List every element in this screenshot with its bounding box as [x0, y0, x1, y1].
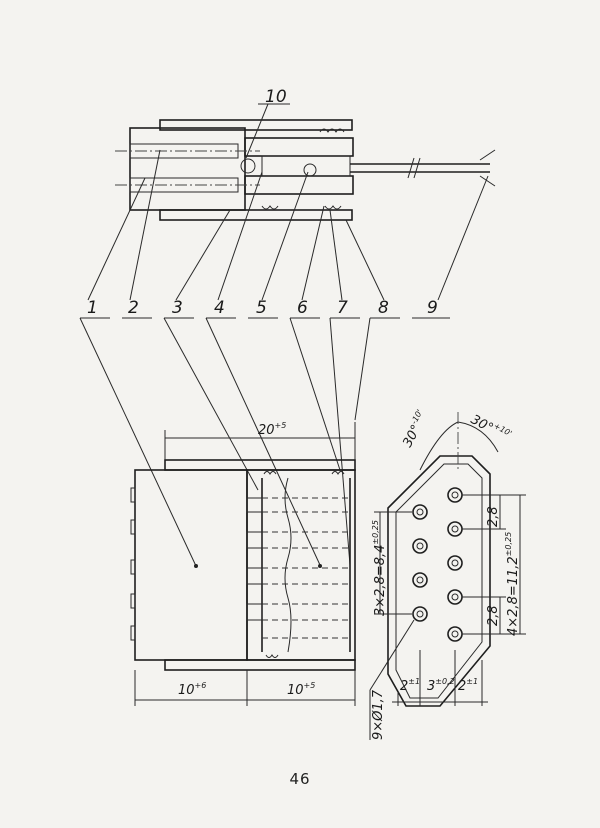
callout-9: 9	[427, 298, 438, 318]
connector-face: 30°-10' 30°+10' 3×2,8=8,4±0,25 2,8 2,8 4…	[369, 408, 526, 740]
svg-text:30°+10': 30°+10'	[468, 411, 513, 446]
side-view	[130, 459, 356, 671]
svg-text:2,8: 2,8	[486, 506, 501, 527]
callout-5: 5	[256, 298, 267, 318]
callout-8: 8	[378, 298, 389, 318]
callout-7: 7	[337, 298, 348, 318]
svg-text:9×Ø1,7: 9×Ø1,7	[371, 689, 386, 740]
callout-2: 2	[128, 298, 139, 318]
section-view	[115, 119, 496, 221]
callout-row: 1 2 3 4 5 6 7 8 9	[80, 298, 450, 319]
svg-text:2,8: 2,8	[486, 605, 501, 626]
svg-text:10+6: 10+6	[178, 681, 206, 698]
contact-holes	[412, 487, 463, 642]
leaders-bottom	[79, 317, 371, 567]
callout-4: 4	[214, 298, 225, 318]
svg-text:2±1: 2±1	[458, 677, 478, 694]
callout-10: 10	[265, 87, 287, 107]
svg-text:3×2,8=8,4±0,25: 3×2,8=8,4±0,25	[371, 520, 388, 616]
callout-6: 6	[297, 298, 308, 318]
callout-3: 3	[172, 298, 183, 318]
leaders-top	[87, 149, 489, 301]
dimension-overall-length: 20+5	[164, 421, 356, 460]
svg-text:30°-10': 30°-10'	[399, 408, 432, 450]
callout-1: 1	[87, 298, 98, 318]
svg-text:4×2,8=11,2±0,25: 4×2,8=11,2±0,25	[504, 532, 521, 636]
svg-text:20+5: 20+5	[258, 421, 286, 438]
svg-text:10+5: 10+5	[287, 681, 315, 698]
dimension-sections: 10+6 10+5	[134, 670, 356, 706]
svg-text:3±0,2: 3±0,2	[427, 677, 455, 694]
svg-text:2±1: 2±1	[400, 677, 420, 694]
page-number: 46	[289, 770, 311, 788]
